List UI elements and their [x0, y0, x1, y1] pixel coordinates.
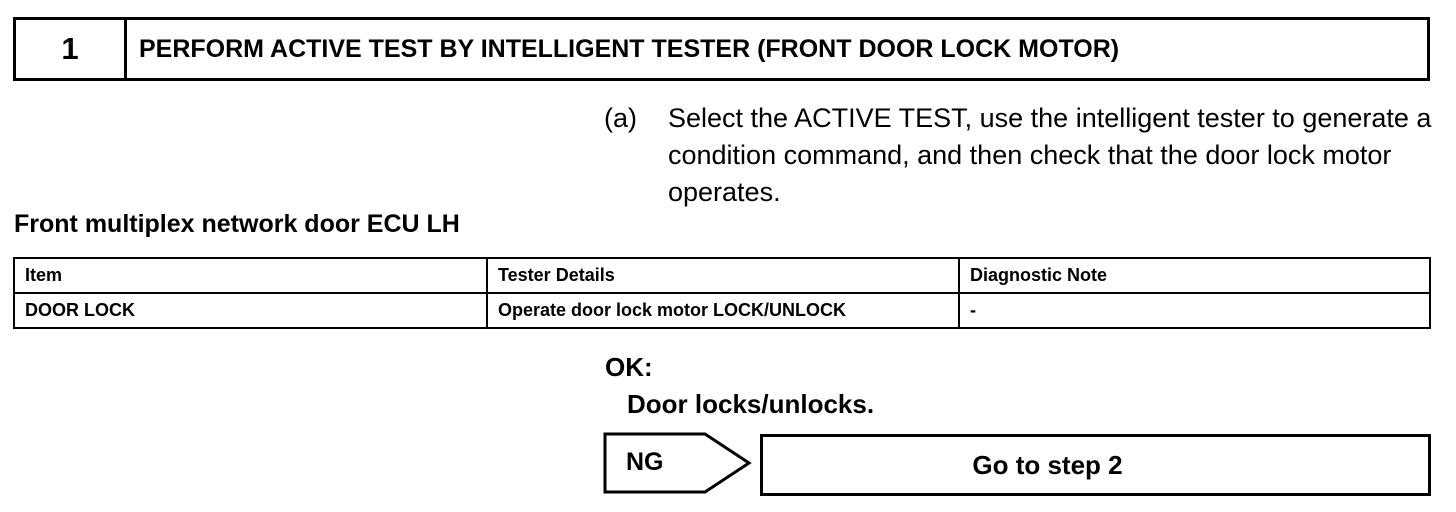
column-header-item: Item	[13, 257, 488, 294]
cell-item: DOOR LOCK	[13, 292, 488, 329]
table-row: DOOR LOCK Operate door lock motor LOCK/U…	[13, 292, 1431, 329]
table-header-row: Item Tester Details Diagnostic Note	[13, 257, 1431, 294]
cell-tester-details: Operate door lock motor LOCK/UNLOCK	[486, 292, 960, 329]
instruction-letter: (a)	[604, 103, 637, 133]
column-header-diagnostic-note: Diagnostic Note	[958, 257, 1431, 294]
ok-label: OK:	[605, 352, 653, 382]
instruction: (a) Select the ACTIVE TEST, use the inte…	[604, 100, 1434, 211]
column-header-tester-details: Tester Details	[486, 257, 960, 294]
step-number: 1	[16, 20, 127, 78]
active-test-table: Item Tester Details Diagnostic Note DOOR…	[13, 257, 1431, 329]
goto-step-box: Go to step 2	[760, 434, 1431, 496]
ng-arrow-icon	[603, 432, 752, 494]
step-header: 1 PERFORM ACTIVE TEST BY INTELLIGENT TES…	[13, 17, 1430, 81]
cell-diagnostic-note: -	[958, 292, 1431, 329]
instruction-text: Select the ACTIVE TEST, use the intellig…	[668, 103, 1432, 207]
ok-result-text: Door locks/unlocks.	[627, 389, 875, 419]
goto-step-text: Go to step 2	[972, 449, 1123, 480]
section-title: Front multiplex network door ECU LH	[14, 210, 460, 238]
step-title: PERFORM ACTIVE TEST BY INTELLIGENT TESTE…	[139, 34, 1120, 63]
ng-label: NG	[626, 448, 664, 476]
